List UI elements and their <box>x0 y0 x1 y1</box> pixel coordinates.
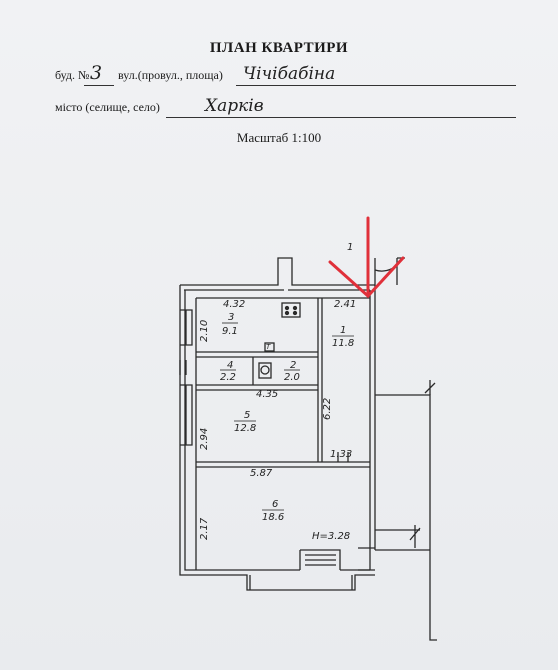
outer-wall-top <box>180 257 375 286</box>
dim-294: 2.94 <box>199 428 210 450</box>
room-1-number: 1 <box>340 325 346 336</box>
room-6-area: 18.6 <box>262 512 284 523</box>
outer-wall-bottom <box>179 285 375 591</box>
door-label: 1 <box>347 242 353 253</box>
scale-label: Масштаб 1:100 <box>236 130 322 145</box>
dim-241: 2.41 <box>334 299 356 310</box>
dim-217: 2.17 <box>199 517 210 540</box>
city-underline <box>166 117 516 118</box>
room-4-area: 2.2 <box>220 372 236 383</box>
outer-wall-right <box>369 285 376 395</box>
street-underline <box>236 85 516 86</box>
dim-435: 4.35 <box>256 389 278 400</box>
height-label: H=3.28 <box>312 531 350 542</box>
interior-wall-vertical <box>317 298 323 462</box>
room-4-number: 4 <box>227 360 233 371</box>
red-arrow-annotation <box>328 216 405 299</box>
city-value: Харків <box>205 96 264 116</box>
street-value: Чічібабіна <box>243 64 336 84</box>
room-1-area: 11.8 <box>332 338 354 349</box>
dim-587: 5.87 <box>250 468 273 479</box>
building-number: 3 <box>90 62 103 84</box>
city-label: місто (селище, село) <box>55 100 160 114</box>
room-5-number: 5 <box>244 410 250 421</box>
street-label: вул.(провул., площа) <box>118 68 223 82</box>
room-5-area: 12.8 <box>234 423 256 434</box>
dim-622: 6.22 <box>322 398 333 420</box>
room-2-number: 2 <box>290 360 296 371</box>
dim-210: 2.10 <box>199 320 210 342</box>
stair-label: Т <box>266 343 271 351</box>
room-3-number: 3 <box>228 312 234 323</box>
document-title: ПЛАН КВАРТИРИ <box>209 40 349 56</box>
dim-432: 4.32 <box>223 299 245 310</box>
building-underline <box>84 85 114 86</box>
dim-133: 1.33 <box>330 449 352 460</box>
room-2-area: 2.0 <box>284 372 300 383</box>
room-6-number: 6 <box>272 499 278 510</box>
building-label: буд. № <box>55 68 90 82</box>
room-3-area: 9.1 <box>222 326 238 337</box>
